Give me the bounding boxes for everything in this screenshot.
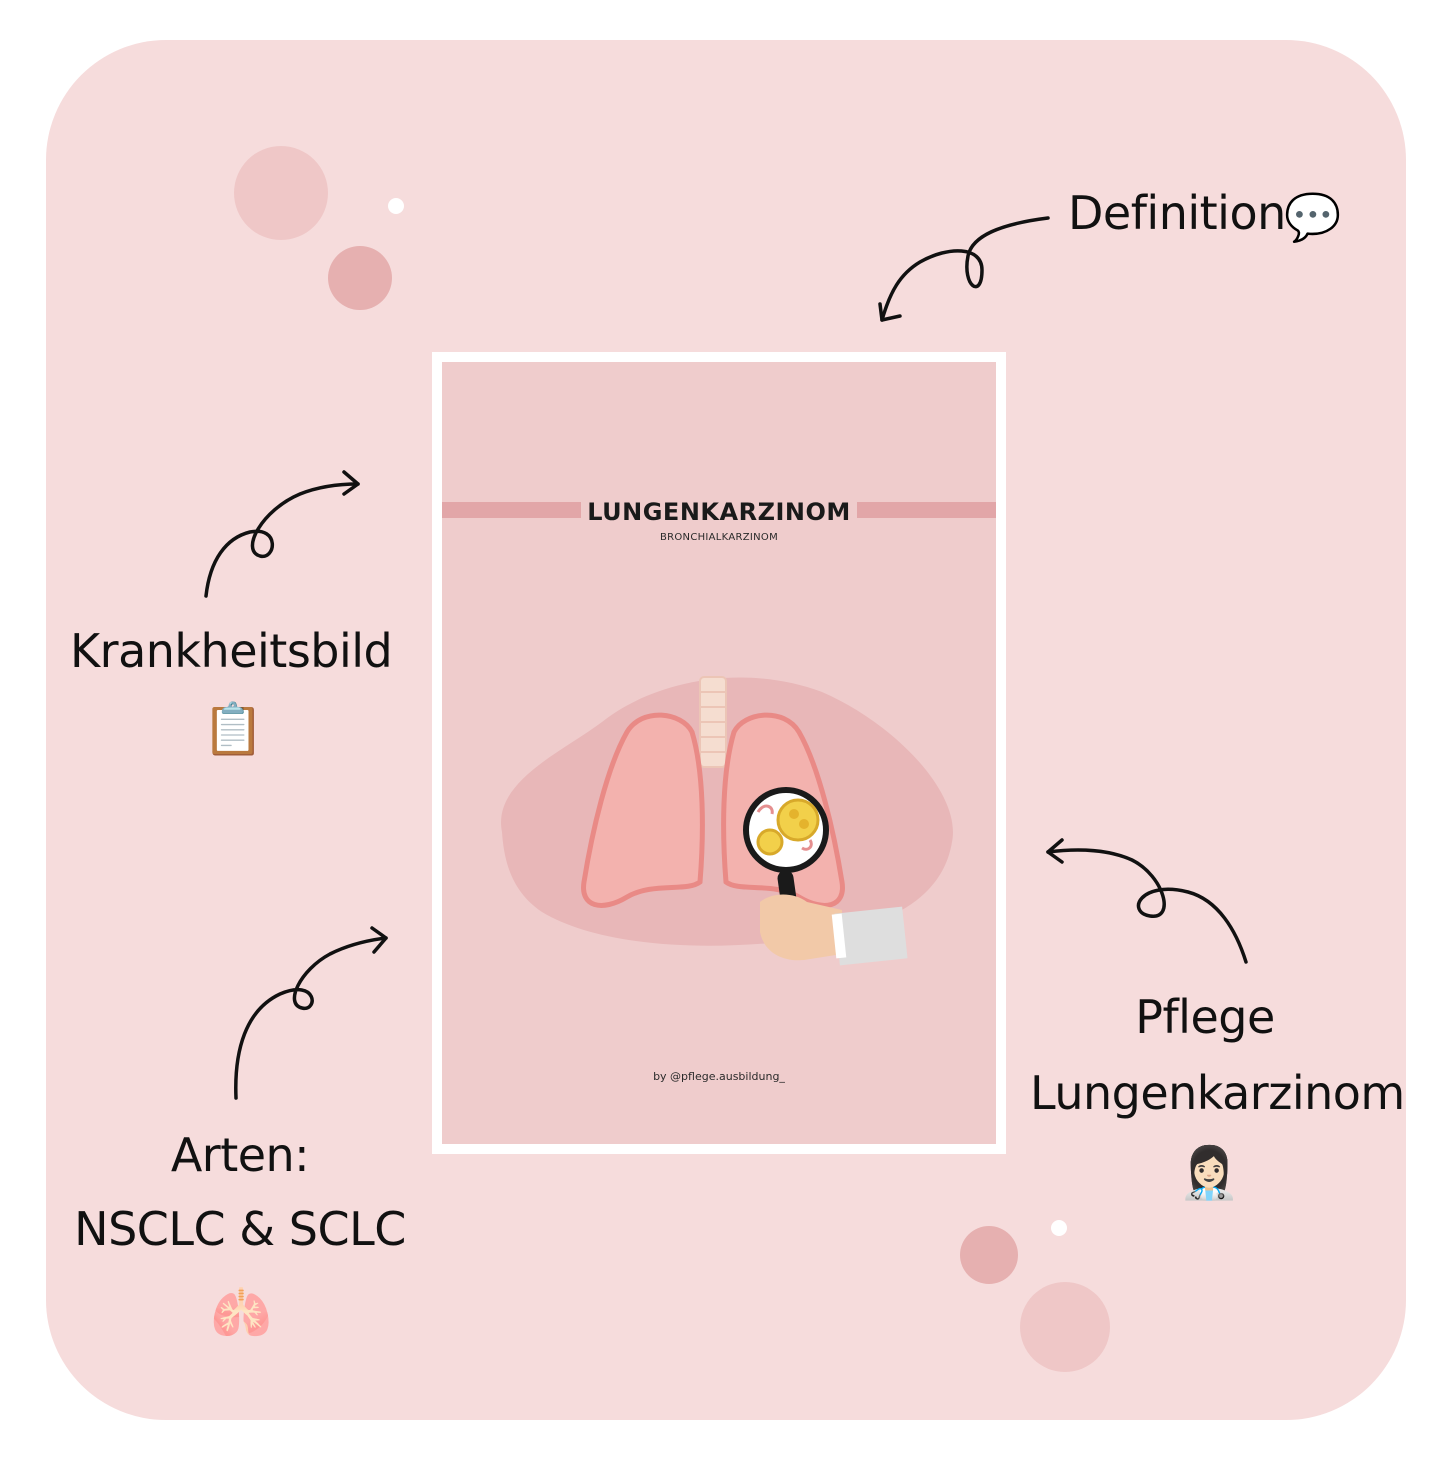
decor-circle-medium bbox=[328, 246, 392, 310]
clipboard-icon: 📋 bbox=[202, 700, 265, 758]
lungs-icon: 🫁 bbox=[210, 1284, 273, 1342]
document-page: LUNGENKARZINOM BRONCHIALKARZINOM bbox=[442, 362, 996, 1144]
document-title: LUNGENKARZINOM bbox=[442, 498, 996, 526]
decor-circle-medium bbox=[960, 1226, 1018, 1284]
arten-label-line1: Arten: bbox=[170, 1128, 310, 1182]
trachea bbox=[699, 676, 727, 768]
document-subtitle: BRONCHIALKARZINOM bbox=[659, 532, 779, 543]
definition-text: Definition bbox=[1068, 186, 1286, 240]
decor-circle-large bbox=[1020, 1282, 1110, 1372]
definition-label: Definition bbox=[1068, 188, 1286, 239]
doctor-icon: 👩🏻‍⚕️ bbox=[1178, 1144, 1241, 1202]
document-title-text: LUNGENKARZINOM bbox=[581, 498, 857, 526]
document-byline: by @pflege.ausbildung_ bbox=[653, 1070, 785, 1083]
decor-circle-large bbox=[234, 146, 328, 240]
pflege-label-line2: Lungenkarzinom bbox=[1030, 1066, 1405, 1120]
speech-bubble-icon: 💬 bbox=[1284, 190, 1342, 244]
krankheitsbild-label: Krankheitsbild bbox=[70, 624, 393, 678]
document-preview: LUNGENKARZINOM BRONCHIALKARZINOM bbox=[432, 352, 1006, 1154]
pflege-label-line1: Pflege bbox=[1135, 990, 1275, 1044]
decor-dot-white bbox=[388, 198, 404, 214]
hand bbox=[760, 894, 908, 966]
decor-dot-white bbox=[1051, 1220, 1067, 1236]
left-lung bbox=[581, 712, 705, 908]
lung-illustration bbox=[501, 676, 953, 966]
arten-label-line2: NSCLC & SCLC bbox=[74, 1202, 406, 1256]
tumor-cells bbox=[756, 798, 820, 856]
